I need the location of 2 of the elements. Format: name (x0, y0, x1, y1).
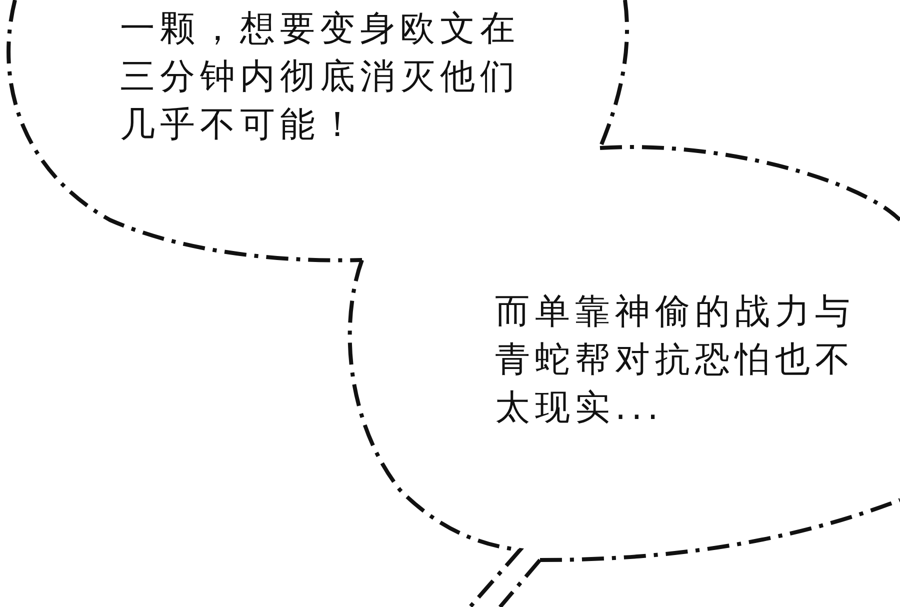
speech-text: 而单靠神偷的战力与青蛇帮对抗恐怕也不太现实... (495, 291, 856, 430)
speech-text: 一颗，想要变身欧文在三分钟内彻底消灭他们几乎不可能！ (120, 8, 521, 147)
